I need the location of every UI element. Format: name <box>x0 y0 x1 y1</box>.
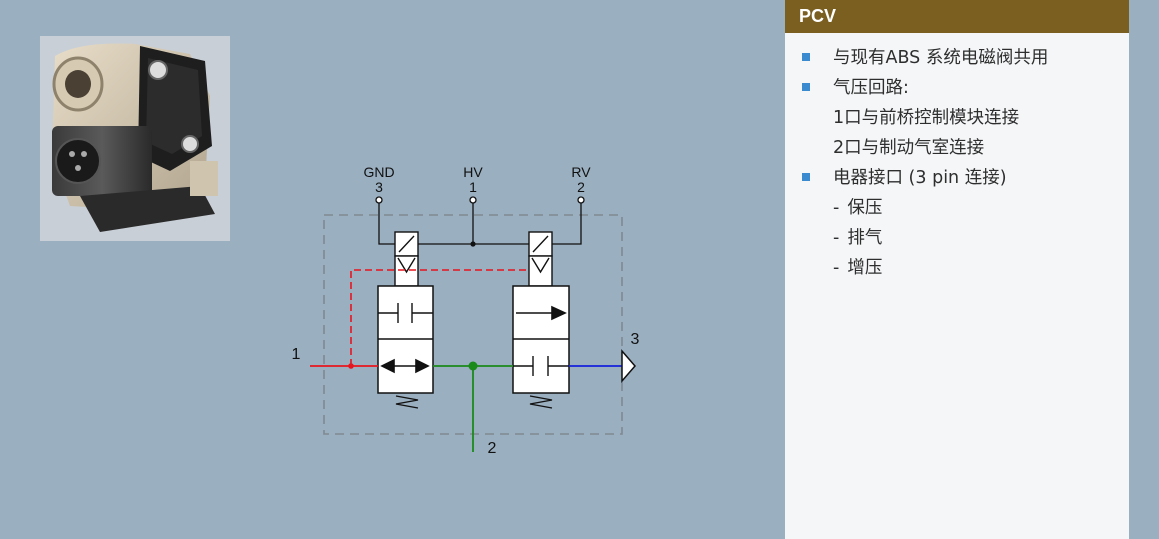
list-item: 2口与制动气室连接 <box>785 133 1129 163</box>
list-item-text: 气压回路: <box>833 78 909 98</box>
list-item-text: 2口与制动气室连接 <box>833 138 985 158</box>
list-item-text: 保压 <box>847 198 883 218</box>
solenoid-coil-right <box>528 231 553 287</box>
sub-marker: - <box>833 258 840 278</box>
list-item-text: 与现有ABS 系统电磁阀共用 <box>833 48 1049 68</box>
valve-product-photo <box>40 36 230 241</box>
valve-right-flow-arrow <box>516 305 567 321</box>
pneumatic-schematic: GND 3 HV 1 RV 2 <box>292 164 640 457</box>
pin-hv-label: HV <box>463 164 483 180</box>
pin-gnd-label: GND <box>363 164 394 180</box>
list-item: -增压 <box>785 253 1129 283</box>
port-3-label: 3 <box>631 331 640 348</box>
delivery-junction-dot <box>468 361 478 371</box>
valve-left-body <box>377 285 434 394</box>
hv-junction-dot <box>470 241 476 247</box>
pilot-line <box>350 269 529 366</box>
list-item: 1口与前桥控制模块连接 <box>785 103 1129 133</box>
list-item: 与现有ABS 系统电磁阀共用 <box>785 43 1129 73</box>
solenoid-coil-left <box>394 231 419 287</box>
pin-hv-number: 1 <box>469 179 477 195</box>
valve-right-blocked-symbol <box>513 356 569 376</box>
valve-right-spring <box>529 395 553 409</box>
pin-rv-label: RV <box>571 164 591 180</box>
pin-rv-number: 2 <box>577 179 585 195</box>
port-2-label: 2 <box>488 440 497 457</box>
list-item: -排气 <box>785 223 1129 253</box>
feature-list: 与现有ABS 系统电磁阀共用 气压回路: 1口与前桥控制模块连接 2口与制动气室… <box>785 33 1129 283</box>
panel-title: PCV <box>785 0 1129 33</box>
list-item-text: 1口与前桥控制模块连接 <box>833 108 1020 128</box>
valve-right-body <box>512 285 570 394</box>
valve-left-flow-arrow <box>380 358 430 374</box>
valve-left-spring <box>395 395 419 409</box>
list-item: 电器接口 (3 pin 连接) <box>785 163 1129 193</box>
supply-junction-dot <box>348 363 354 369</box>
pin-gnd-terminal <box>375 196 383 204</box>
list-item: 气压回路: <box>785 73 1129 103</box>
info-panel: PCV 与现有ABS 系统电磁阀共用 气压回路: 1口与前桥控制模块连接 2口与… <box>785 0 1129 539</box>
port-1-label: 1 <box>292 346 301 363</box>
pin-gnd-number: 3 <box>375 179 383 195</box>
list-item-text: 增压 <box>847 258 883 278</box>
pin-hv-terminal <box>469 196 477 204</box>
exhaust-port-symbol <box>621 348 636 384</box>
delivery-line <box>433 365 513 452</box>
list-item: -保压 <box>785 193 1129 223</box>
list-item-text: 排气 <box>847 228 883 248</box>
pin-rv-terminal <box>577 196 585 204</box>
sub-marker: - <box>833 228 840 248</box>
sub-marker: - <box>833 198 840 218</box>
list-item-text: 电器接口 (3 pin 连接) <box>833 168 1007 188</box>
valve-left-blocked-symbol <box>378 303 433 323</box>
